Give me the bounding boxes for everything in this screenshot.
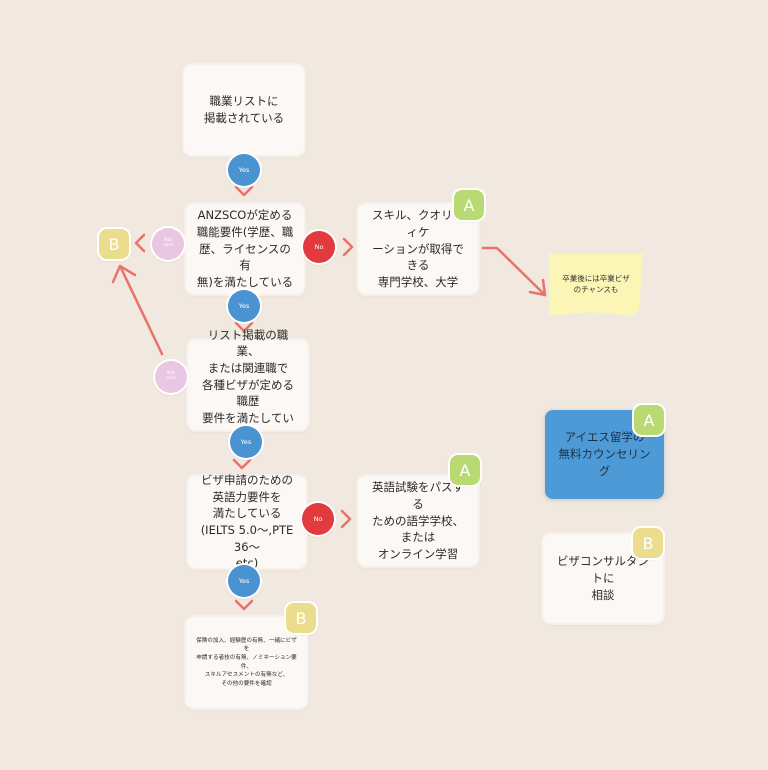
arrow-anzsco-notsure-to-b <box>134 233 146 253</box>
not-sure-circle: Not sure <box>152 228 184 260</box>
node-language-school: 英語試験をパスする ための語学学校、 または オンライン学習 <box>358 476 478 566</box>
arrow-anzsco-to-related <box>234 321 254 333</box>
node-anzsco-requirements: ANZSCOが定める 職能要件(学歴、職 歴、ライセンスの有 無)を満たしている <box>186 204 304 294</box>
not-sure-circle: Not sure <box>155 361 187 393</box>
arrow-english-to-final <box>234 599 254 611</box>
arrow-related-to-english <box>232 458 252 470</box>
node-occupation-listed: 職業リストに 掲載されている <box>184 65 304 155</box>
yes-circle: Yes <box>228 290 260 322</box>
badge-b: B <box>99 229 129 259</box>
badge-a: A <box>634 405 664 435</box>
no-circle: No <box>302 503 334 535</box>
yes-circle: Yes <box>228 154 260 186</box>
yes-circle: Yes <box>230 426 262 458</box>
note-graduate-visa: 卒業後には卒業ビザ のチャンスも <box>549 254 643 316</box>
yes-circle: Yes <box>228 565 260 597</box>
badge-a: A <box>454 190 484 220</box>
node-english-requirement: ビザ申請のための 英語力要件を 満たしている (IELTS 5.0〜,PTE 3… <box>188 473 306 570</box>
arrow-english-no-to-language <box>340 509 352 529</box>
badge-b: B <box>633 528 663 558</box>
badge-b: B <box>286 603 316 633</box>
arrow-anzsco-no-to-school <box>342 237 354 257</box>
arrow-related-notsure-to-b <box>119 266 164 356</box>
arrow-listed-to-anzsco <box>234 185 254 197</box>
arrow-school-to-note <box>481 246 547 297</box>
no-circle: No <box>303 231 335 263</box>
node-final-check: 保険の加入、経験歴の有無、一緒にビザを 申請する者技の有無、ノミネーション要件、… <box>186 617 307 708</box>
badge-a: A <box>450 455 480 485</box>
